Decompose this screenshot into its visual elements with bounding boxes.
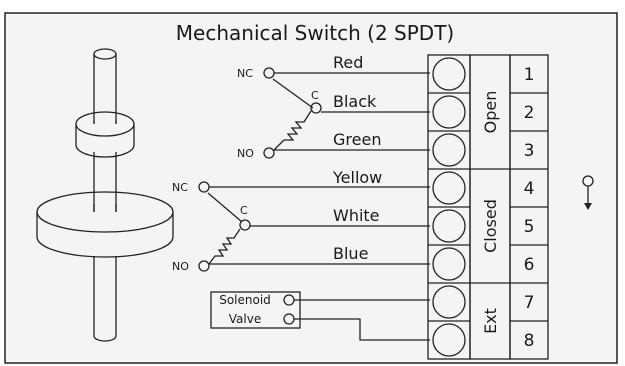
terminal-screw-4 xyxy=(432,171,466,205)
probe-icon xyxy=(582,175,594,210)
switch1-no-contact xyxy=(263,147,275,159)
terminal-number-6: 6 xyxy=(524,255,535,275)
solenoid-valve xyxy=(210,291,430,341)
diagram-panel xyxy=(4,12,618,364)
terminal-screw-5 xyxy=(432,209,466,243)
group-label-ext: Ext xyxy=(481,308,500,334)
solenoid-label-line1: Solenoid xyxy=(219,293,271,307)
terminal-screw-2 xyxy=(432,95,466,129)
group-label-open: Open xyxy=(481,91,500,134)
terminal-number-5: 5 xyxy=(524,217,535,237)
terminal-block: 1 2 3 4 5 6 7 8 xyxy=(427,54,549,360)
switch2-c-contact xyxy=(239,219,251,231)
wire-label-blue: Blue xyxy=(333,244,368,263)
switch2-nc-label: NC xyxy=(172,181,188,194)
terminal-number-7: 7 xyxy=(524,293,535,313)
switch1-c-label: C xyxy=(311,89,319,102)
terminal-screw-6 xyxy=(432,247,466,281)
terminal-number-2: 2 xyxy=(524,103,535,123)
solenoid-label-line2: Valve xyxy=(229,312,261,326)
switch-1 xyxy=(263,67,430,159)
terminal-number-3: 3 xyxy=(524,141,535,161)
switch1-no-label: NO xyxy=(237,147,254,160)
terminal-screw-8 xyxy=(432,323,466,357)
switch1-nc-label: NC xyxy=(237,67,253,80)
wire-label-red: Red xyxy=(333,53,363,72)
wire-label-white: White xyxy=(333,206,380,225)
wire-label-green: Green xyxy=(333,130,381,149)
switch-2 xyxy=(198,181,430,272)
switch2-no-contact xyxy=(198,260,210,272)
terminal-screw-3 xyxy=(432,133,466,167)
diagram-title: Mechanical Switch (2 SPDT) xyxy=(176,21,454,45)
wire-label-black: Black xyxy=(333,92,377,111)
wire-label-yellow: Yellow xyxy=(332,168,382,187)
terminal-screw-1 xyxy=(432,57,466,91)
switch1-c-contact xyxy=(310,102,322,114)
switch2-c-label: C xyxy=(240,204,248,217)
terminal-number-1: 1 xyxy=(524,65,535,85)
top-mask xyxy=(140,0,485,12)
terminal-number-8: 8 xyxy=(524,331,535,351)
switch2-no-label: NO xyxy=(172,260,189,273)
group-label-closed: Closed xyxy=(481,199,500,253)
terminal-number-4: 4 xyxy=(524,179,535,199)
actuator-shaft-illustration xyxy=(36,48,174,342)
terminal-screw-7 xyxy=(432,285,466,319)
